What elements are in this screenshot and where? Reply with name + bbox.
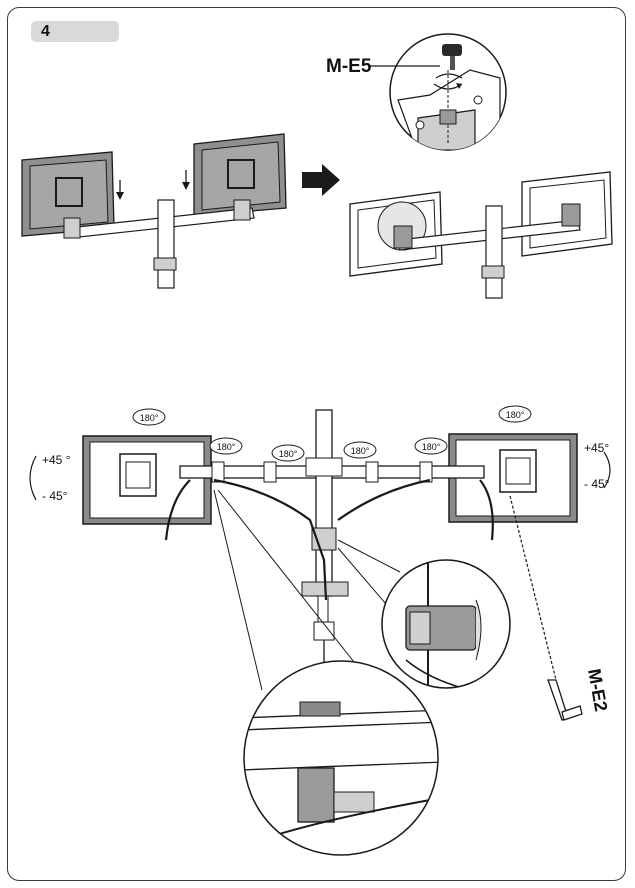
svg-text:180°: 180° <box>351 446 370 456</box>
upper-right-assembly <box>349 171 613 299</box>
step-number: 4 <box>41 23 50 40</box>
step-badge: 4 <box>31 21 119 42</box>
svg-text:180°: 180° <box>140 413 159 423</box>
tilt-right-arc <box>603 451 611 489</box>
rotate-180-icon: 180° <box>132 408 166 426</box>
rotate-180-icon: 180° <box>498 405 532 423</box>
rotate-180-icon: 180° <box>271 444 305 462</box>
main-assembly <box>82 409 578 691</box>
rotate-180-icon: 180° <box>209 437 243 455</box>
svg-text:180°: 180° <box>279 449 298 459</box>
allen-wrench-icon <box>547 679 583 721</box>
svg-text:180°: 180° <box>422 442 441 452</box>
tilt-down-right-label: - 45° <box>584 477 610 491</box>
page-frame <box>7 7 626 881</box>
tilt-up-right-label: +45° <box>584 441 609 455</box>
rotation-indicators: 180° 180° 180° 180° 180° 180° <box>132 405 532 462</box>
bolt-part-label: M-E5 <box>326 56 372 77</box>
tilt-left-arc <box>29 455 37 501</box>
svg-text:180°: 180° <box>506 410 525 420</box>
wrench-part-label: M-E2 <box>584 667 611 713</box>
svg-text:180°: 180° <box>217 442 236 452</box>
knob-bolt-icon <box>442 44 462 70</box>
right-arrow-icon <box>302 164 340 196</box>
bolt-detail-callout <box>389 33 507 151</box>
tilt-down-left-label: - 45° <box>42 489 68 503</box>
tilt-up-left-label: +45 ° <box>42 453 71 467</box>
rotate-180-icon: 180° <box>414 437 448 455</box>
cable-clip-detail-callout <box>381 559 511 689</box>
rotate-180-icon: 180° <box>343 441 377 459</box>
arm-clip-detail-callout <box>243 660 439 856</box>
upper-left-assembly <box>21 133 287 289</box>
